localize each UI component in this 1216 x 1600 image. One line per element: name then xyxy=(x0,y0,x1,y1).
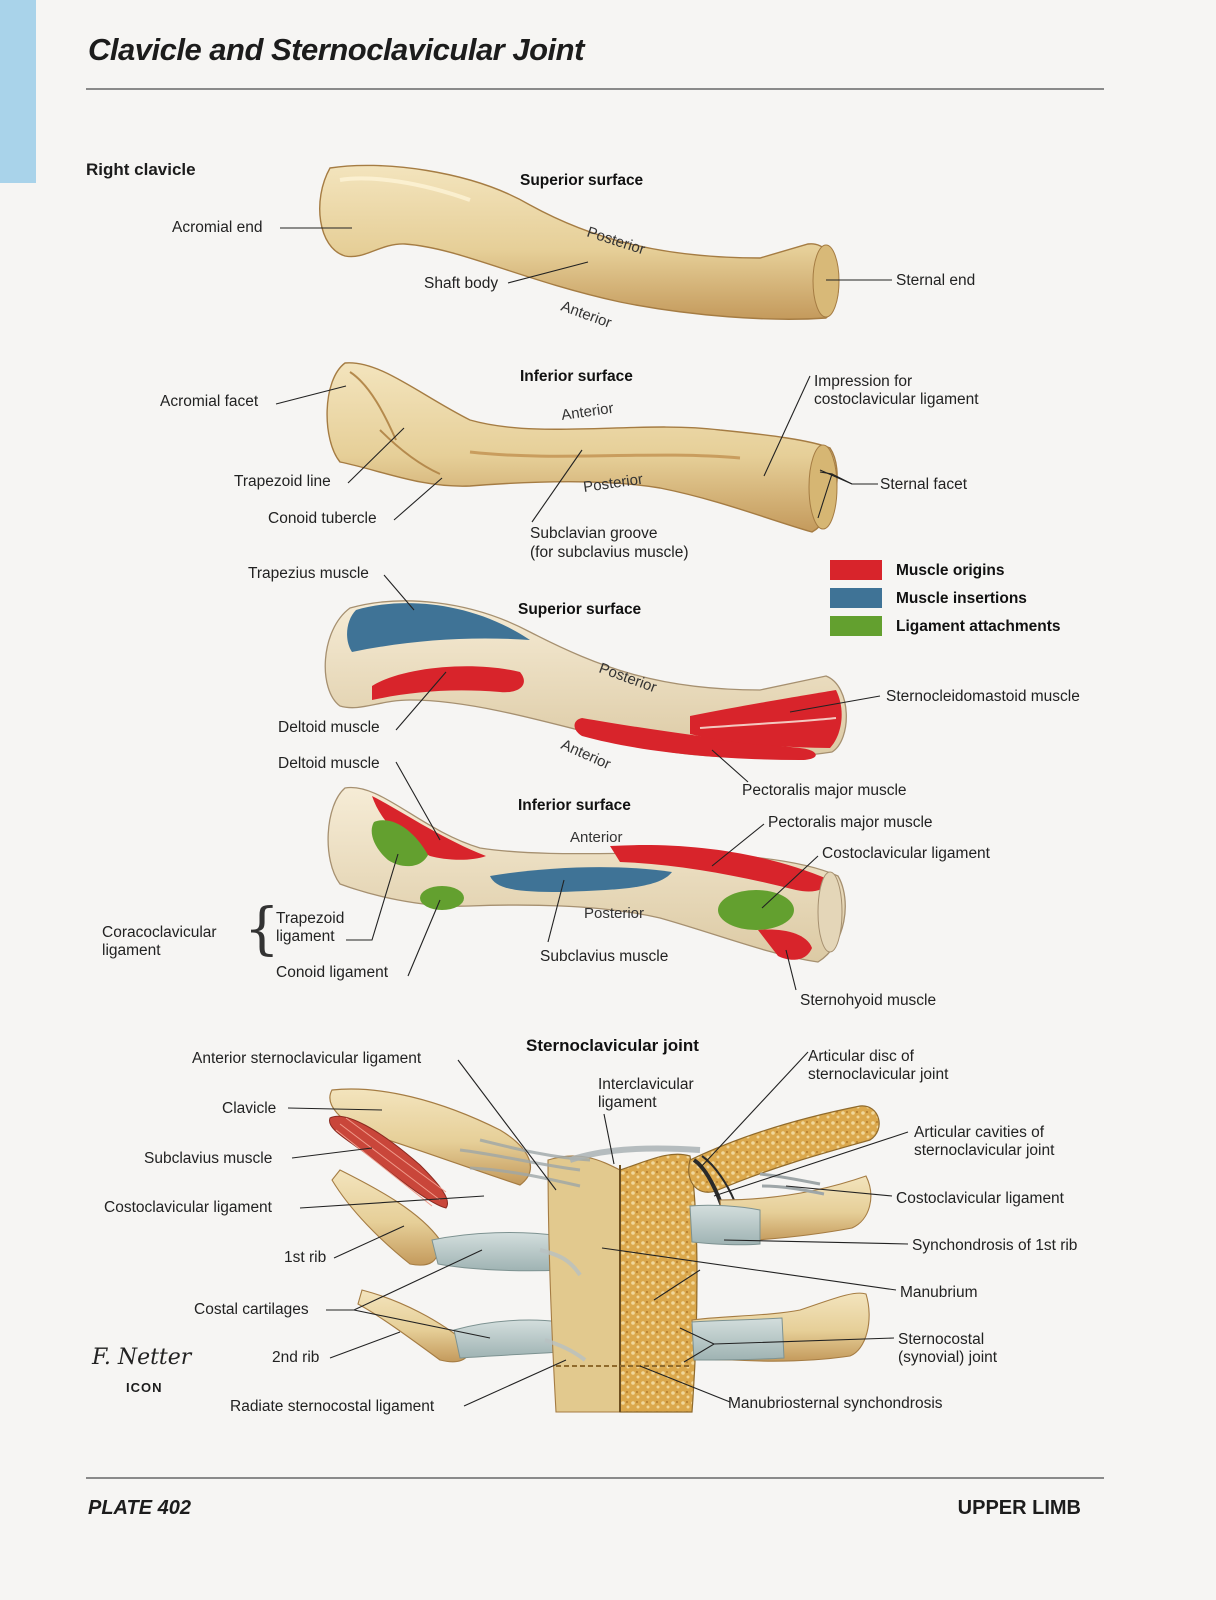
footer-rule xyxy=(86,1477,1104,1479)
section-name: UPPER LIMB xyxy=(957,1497,1081,1519)
artist-signature: F. Netter xyxy=(92,1345,192,1370)
label-trapezoid-line: Trapezoid line xyxy=(234,473,331,490)
brace: { xyxy=(244,897,280,962)
label-articular-cavities: Articular cavities of xyxy=(914,1124,1045,1141)
label-acromial-facet: Acromial facet xyxy=(160,393,259,410)
clavicle-inferior-attachments xyxy=(327,786,846,963)
label-impression-ligament: costoclavicular ligament xyxy=(814,391,979,408)
anterior-label-2: Anterior xyxy=(560,400,614,424)
clavicle-superior-view xyxy=(319,164,840,320)
label-trapezoid-ligament: ligament xyxy=(276,928,335,945)
label-manubriosternal: Manubriosternal synchondrosis xyxy=(728,1395,943,1412)
label-conoid-ligament: Conoid ligament xyxy=(276,964,389,981)
label-costoclavicular-right: Costoclavicular ligament xyxy=(896,1190,1064,1207)
section-title: Right clavicle xyxy=(86,160,196,179)
label-coracoclavicular-2: ligament xyxy=(102,942,161,959)
label-sternal-end: Sternal end xyxy=(896,272,976,289)
costoclavicular-ligament-mark xyxy=(718,890,794,930)
conoid-ligament-mark xyxy=(420,886,464,910)
trapezoid-ligament-mark xyxy=(371,820,428,867)
page-edge-tab xyxy=(0,0,36,183)
label-deltoid-muscle-2: Deltoid muscle xyxy=(278,755,380,772)
superior-surface-heading: Superior surface xyxy=(520,172,644,189)
leader-lines xyxy=(275,227,909,1407)
label-subclavian-groove-note: (for subclavius muscle) xyxy=(530,544,689,561)
legend-label-origins: Muscle origins xyxy=(896,562,1005,579)
label-manubrium: Manubrium xyxy=(900,1284,978,1301)
label-clavicle: Clavicle xyxy=(222,1100,277,1117)
label-articular-disc: Articular disc of xyxy=(808,1048,914,1065)
subclavius-insertion-mark xyxy=(490,867,672,892)
inferior-surface-heading-attachments: Inferior surface xyxy=(518,797,631,814)
superior-surface-heading-attachments: Superior surface xyxy=(518,601,642,618)
legend-swatch-ligaments xyxy=(830,616,882,636)
label-shaft-body: Shaft body xyxy=(424,275,499,292)
label-anterior-sc-ligament: Anterior sternoclavicular ligament xyxy=(192,1050,422,1067)
label-1st-rib: 1st rib xyxy=(284,1249,327,1266)
posterior-label-4: Posterior xyxy=(584,905,644,922)
label-costoclavicular-1: Costoclavicular ligament xyxy=(822,845,990,862)
label-costal-cartilages: Costal cartilages xyxy=(194,1301,309,1318)
label-articular-disc-2: sternoclavicular joint xyxy=(808,1066,949,1083)
label-sternocleidomastoid: Sternocleidomastoid muscle xyxy=(886,688,1080,705)
inferior-surface-heading: Inferior surface xyxy=(520,368,633,385)
label-articular-cavities-2: sternoclavicular joint xyxy=(914,1142,1055,1159)
anterior-label-4: Anterior xyxy=(570,829,623,846)
sternoclavicular-joint-illustration xyxy=(329,1088,880,1413)
label-trapezoid: Trapezoid xyxy=(276,910,345,927)
legend-label-insertions: Muscle insertions xyxy=(896,590,1027,607)
label-impression: Impression for xyxy=(814,373,913,390)
label-sternocostal: Sternocostal xyxy=(898,1331,985,1348)
label-trapezius-muscle: Trapezius muscle xyxy=(248,565,369,582)
trapezius-insertion-mark xyxy=(347,603,530,652)
legend-swatch-insertions xyxy=(830,588,882,608)
label-interclavicular: Interclavicular xyxy=(598,1076,694,1093)
page-title: Clavicle and Sternoclavicular Joint xyxy=(88,32,584,67)
label-conoid-tubercle: Conoid tubercle xyxy=(268,510,377,527)
clavicle-inferior-view xyxy=(326,362,838,533)
label-coracoclavicular: Coracoclavicular xyxy=(102,924,217,941)
label-sternal-facet: Sternal facet xyxy=(880,476,968,493)
pectoralis-origin-mark-inferior xyxy=(610,845,830,892)
label-costoclavicular-left: Costoclavicular ligament xyxy=(104,1199,272,1216)
sternoclavicular-joint-heading: Sternoclavicular joint xyxy=(526,1036,699,1055)
label-radiate-ligament: Radiate sternocostal ligament xyxy=(230,1398,435,1415)
scm-origin-mark xyxy=(690,690,842,748)
label-interclavicular-ligament: ligament xyxy=(598,1094,657,1111)
pectoralis-origin-mark xyxy=(574,718,816,760)
label-acromial-end: Acromial end xyxy=(172,219,263,236)
label-subclavian-groove: Subclavian groove xyxy=(530,525,658,542)
label-2nd-rib: 2nd rib xyxy=(272,1349,320,1366)
label-pectoralis-major-1: Pectoralis major muscle xyxy=(742,782,907,799)
label-subclavius-muscle: Subclavius muscle xyxy=(540,948,669,965)
label-pectoralis-major-2: Pectoralis major muscle xyxy=(768,814,933,831)
deltoid-origin-mark-inferior xyxy=(372,796,486,860)
label-sternocostal-2: (synovial) joint xyxy=(898,1349,998,1366)
legend-swatch-origins xyxy=(830,560,882,580)
label-sternohyoid-muscle: Sternohyoid muscle xyxy=(800,992,937,1009)
label-synchondrosis-1st-rib: Synchondrosis of 1st rib xyxy=(912,1237,1078,1254)
header-rule xyxy=(86,88,1104,90)
icon-logo: ICON xyxy=(126,1380,163,1395)
plate-number: PLATE 402 xyxy=(88,1497,191,1519)
label-subclavius: Subclavius muscle xyxy=(144,1150,273,1167)
label-deltoid-muscle: Deltoid muscle xyxy=(278,719,380,736)
clavicle-superior-attachments xyxy=(324,600,847,760)
anterior-label-1: Anterior xyxy=(559,298,614,332)
sternohyoid-origin-mark xyxy=(758,929,812,960)
legend-label-ligaments: Ligament attachments xyxy=(896,618,1061,635)
deltoid-origin-mark xyxy=(372,666,524,700)
